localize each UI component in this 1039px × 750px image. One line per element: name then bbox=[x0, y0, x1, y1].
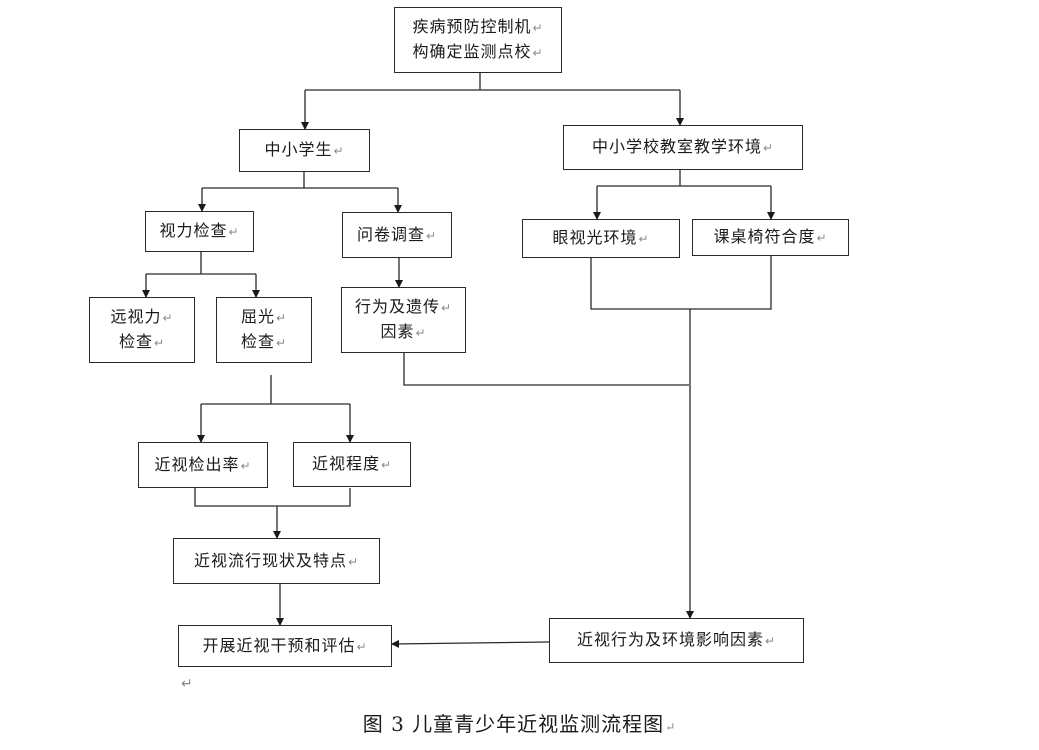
paragraph-mark: ↵ bbox=[275, 311, 288, 325]
node-label: 中小学校教室教学环境 bbox=[591, 137, 762, 156]
paragraph-mark: ↵ bbox=[347, 554, 360, 569]
node-label: 构确定监测点校 bbox=[412, 42, 532, 61]
paragraph-mark: ↵ bbox=[764, 634, 777, 648]
node-text-line: 眼视光环境↵ bbox=[552, 226, 649, 251]
node-students: 中小学生↵ bbox=[239, 129, 370, 172]
node-label: 中小学生 bbox=[264, 140, 333, 159]
paragraph-mark: ↵ bbox=[356, 639, 368, 654]
connector-env-split bbox=[597, 170, 771, 187]
paragraph-mark: ↵ bbox=[380, 458, 393, 472]
connector-merge-outcomes bbox=[194, 488, 351, 507]
node-text-line: 中小学生↵ bbox=[264, 138, 344, 163]
node-label: 视力检查 bbox=[159, 221, 228, 240]
caption-paragraph-mark: ↵ bbox=[665, 720, 677, 734]
paragraph-mark: ↵ bbox=[333, 144, 345, 158]
figure-caption-text: 图 3 儿童青少年近视监测流程图 bbox=[362, 712, 665, 736]
connector-students-split bbox=[202, 172, 398, 189]
paragraph-mark: ↵ bbox=[638, 232, 650, 246]
node-label: 问卷调查 bbox=[356, 224, 425, 244]
node-text-line: 行为及遗传↵ bbox=[355, 295, 452, 320]
node-text-line: 疾病预防控制机↵ bbox=[412, 15, 543, 40]
node-text-line: 远视力↵ bbox=[110, 305, 173, 330]
node-label: 检查 bbox=[240, 332, 275, 351]
node-classroom-environment: 中小学校教室教学环境↵ bbox=[563, 125, 803, 170]
paragraph-mark: ↵ bbox=[816, 231, 828, 245]
paragraph-mark: ↵ bbox=[275, 336, 288, 350]
paragraph-mark: ↵ bbox=[532, 21, 544, 35]
node-label: 近视检出率 bbox=[154, 454, 240, 474]
paragraph-mark: ↵ bbox=[228, 225, 240, 239]
node-influencing-factors: 近视行为及环境影响因素↵ bbox=[549, 618, 804, 663]
connector-behavior-merge bbox=[403, 353, 689, 386]
node-text-line: 开展近视干预和评估↵ bbox=[202, 634, 367, 659]
node-detection-rate: 近视检出率↵ bbox=[138, 442, 268, 488]
node-label: 开展近视干预和评估 bbox=[202, 635, 356, 655]
paragraph-mark: ↵ bbox=[415, 326, 427, 340]
node-label: 近视行为及环境影响因素 bbox=[576, 630, 764, 649]
node-cdc: 疾病预防控制机↵构确定监测点校↵ bbox=[394, 7, 562, 73]
node-refraction-check: 屈光↵检查↵ bbox=[216, 297, 312, 363]
figure-caption: 图 3 儿童青少年近视监测流程图↵ bbox=[0, 708, 1039, 737]
connector-refraction-split bbox=[201, 375, 350, 405]
connector-vision-split bbox=[146, 252, 256, 275]
node-text-line: 检查↵ bbox=[119, 330, 165, 355]
node-myopia-severity: 近视程度↵ bbox=[293, 442, 411, 487]
node-text-line: 因素↵ bbox=[380, 320, 426, 345]
node-behavior-genetic: 行为及遗传↵因素↵ bbox=[341, 287, 466, 353]
connector-env-merge bbox=[590, 256, 772, 310]
node-text-line: 近视流行现状及特点↵ bbox=[194, 549, 359, 574]
node-label: 近视流行现状及特点 bbox=[193, 550, 347, 570]
node-label: 远视力 bbox=[110, 307, 162, 326]
node-prevalence-features: 近视流行现状及特点↵ bbox=[173, 538, 380, 584]
node-text-line: 中小学校教室教学环境↵ bbox=[592, 135, 774, 160]
node-label: 眼视光环境 bbox=[552, 228, 638, 247]
paragraph-mark: ↵ bbox=[153, 336, 166, 350]
node-vision-check: 视力检查↵ bbox=[145, 211, 254, 252]
node-text-line: 屈光↵ bbox=[241, 305, 287, 330]
node-text-line: 检查↵ bbox=[241, 330, 287, 355]
node-text-line: 近视行为及环境影响因素↵ bbox=[577, 628, 776, 653]
paragraph-mark: ↵ bbox=[440, 301, 453, 315]
node-text-line: 近视程度↵ bbox=[312, 452, 392, 477]
node-text-line: 近视检出率↵ bbox=[154, 453, 251, 478]
node-label: 因素 bbox=[380, 322, 415, 341]
paragraph-mark: ↵ bbox=[162, 311, 174, 325]
node-text-line: 视力检查↵ bbox=[159, 219, 239, 244]
connector-cdc-split bbox=[305, 73, 680, 91]
node-label: 课桌椅符合度 bbox=[713, 227, 816, 246]
node-label: 行为及遗传 bbox=[354, 297, 440, 316]
node-text-line: 问卷调查↵ bbox=[357, 223, 437, 248]
paragraph-mark: ↵ bbox=[532, 46, 544, 60]
node-intervention-evaluation: 开展近视干预和评估↵ bbox=[178, 625, 392, 667]
node-distance-vision: 远视力↵检查↵ bbox=[89, 297, 195, 363]
paragraph-mark: ↵ bbox=[425, 228, 438, 243]
paragraph-mark: ↵ bbox=[240, 458, 252, 473]
arrow-factors-to-intervention bbox=[391, 639, 550, 648]
node-eye-light-environment: 眼视光环境↵ bbox=[522, 219, 680, 258]
node-label: 屈光 bbox=[240, 307, 275, 326]
node-questionnaire: 问卷调查↵ bbox=[342, 212, 452, 258]
node-desk-chair-fit: 课桌椅符合度↵ bbox=[692, 219, 849, 256]
node-label: 检查 bbox=[118, 332, 153, 351]
node-text-line: 课桌椅符合度↵ bbox=[713, 225, 827, 250]
node-label: 疾病预防控制机 bbox=[412, 17, 532, 36]
node-text-line: 构确定监测点校↵ bbox=[412, 40, 543, 65]
paragraph-mark: ↵ bbox=[181, 676, 193, 692]
paragraph-mark: ↵ bbox=[762, 141, 775, 155]
node-label: 近视程度 bbox=[311, 454, 380, 473]
